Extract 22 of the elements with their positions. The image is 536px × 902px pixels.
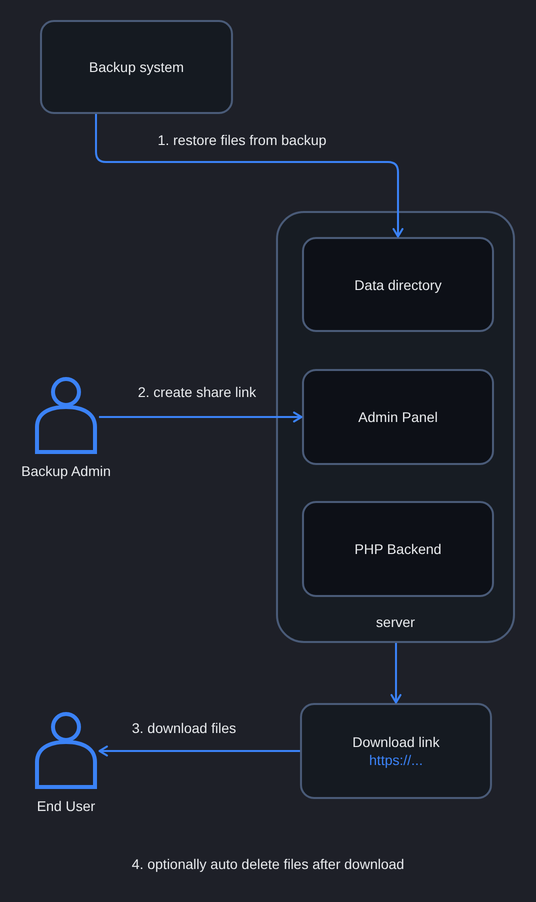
- arrow: [390, 643, 402, 704]
- server-container: [276, 211, 515, 643]
- node-text: PHP Backend: [354, 540, 442, 558]
- arrow: [99, 412, 302, 422]
- url-text: https://...: [369, 751, 423, 769]
- arrow: [95, 114, 404, 238]
- caption-text: End User: [36, 797, 96, 815]
- node-text: Data directory: [354, 276, 442, 294]
- node-text: Download link: [352, 733, 440, 751]
- person-icon: [33, 712, 99, 789]
- person-icon: [33, 377, 99, 454]
- process-box: [40, 20, 233, 114]
- node-text: Backup system: [89, 58, 184, 76]
- process-box: [300, 703, 492, 799]
- note-text: 4. optionally auto delete files after download: [132, 855, 404, 873]
- caption-text: Backup Admin: [21, 462, 111, 480]
- process-box: [302, 369, 494, 465]
- arrow: [98, 746, 300, 756]
- process-box: [302, 237, 494, 332]
- node-text: Admin Panel: [358, 408, 438, 426]
- process-box: [302, 501, 494, 597]
- container-label: server: [376, 613, 415, 631]
